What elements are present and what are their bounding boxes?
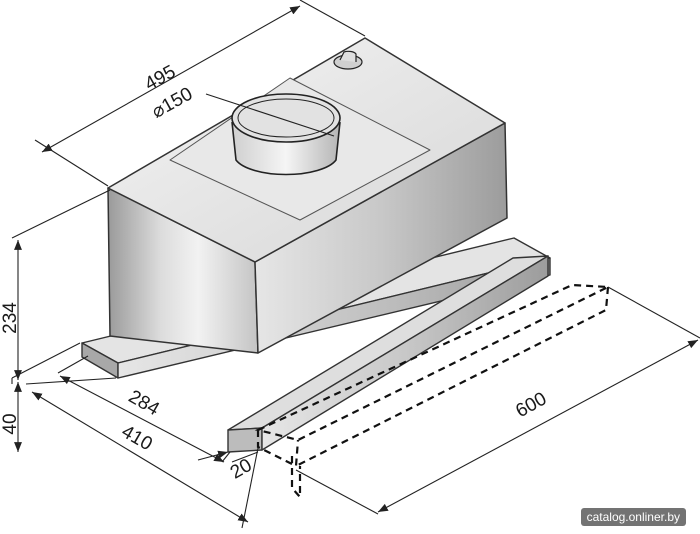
dim-label-600: 600 (512, 388, 550, 422)
dim-label-40: 40 (0, 413, 21, 434)
watermark: catalog.onliner.by (580, 508, 686, 526)
dim-label-410: 410 (118, 421, 156, 455)
dim-label-234: 234 (0, 302, 21, 334)
dimension-lines (11, 0, 700, 529)
dim-label-284: 284 (125, 386, 163, 420)
duct-collar (231, 93, 341, 176)
top-knob (333, 50, 363, 70)
